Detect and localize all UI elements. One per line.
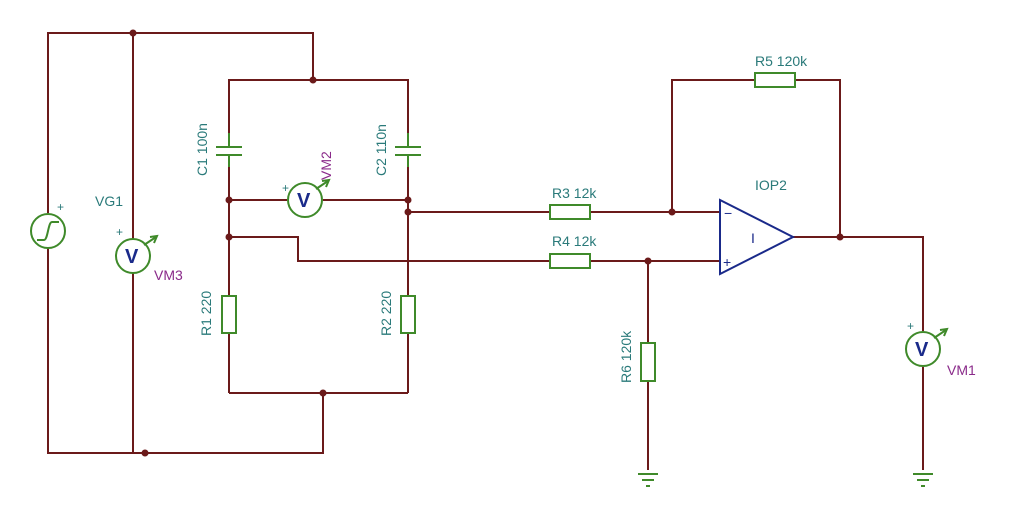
r6-body [640,342,656,382]
vm3-symbol: V [125,246,139,268]
step-wave-icon [37,221,59,241]
vm2-arrow [315,180,329,190]
vm3-plus: + [116,225,123,239]
junction-nodes [129,29,844,457]
ground-symbol-vm1 [913,473,933,487]
r6-resistor: R6 120k [618,330,656,383]
r1-resistor: R1 220 [198,291,237,336]
c2-capacitor: C2 110n [373,124,421,176]
vm3-arrowhead [149,234,159,244]
r5-body [754,72,796,88]
opamp-body [719,198,796,276]
r4-body [549,253,591,269]
junction-node [668,208,676,216]
vm1-arrowhead [939,327,949,337]
r3-body [549,204,591,220]
vm1-body [905,331,941,367]
wires [47,32,924,470]
r3-label: R3 12k [552,185,597,201]
vm2-symbol: V [297,190,311,212]
vm1-voltmeter: V + VM1 [905,319,976,378]
vm2-arrowhead [321,178,331,188]
junction-node [141,449,149,457]
r4-resistor: R4 12k [549,233,597,269]
iop2-label: IOP2 [755,177,787,193]
junction-node [404,208,412,216]
wire-to-r4 [229,236,550,262]
vm1-symbol: V [915,339,929,361]
wire-output [793,236,924,331]
vm1-label: VM1 [947,362,976,378]
junction-node [309,76,317,84]
opamp-noninverting-sign: + [723,254,731,270]
c1-capacitor: C1 100n [194,123,242,176]
junction-node [129,29,137,37]
vm3-voltmeter: V + VM3 [115,225,183,283]
junction-node [644,257,652,265]
wire-bottom-left [47,248,324,454]
vg1-label: VG1 [95,193,123,209]
vm2-body [287,182,323,218]
junction-node [225,233,233,241]
r1-body [221,295,237,334]
r2-resistor: R2 220 [378,291,416,336]
vm3-body [115,238,151,274]
wire-feedback-left [671,79,755,212]
junction-node [836,233,844,241]
wire-to-r3 [407,200,550,213]
vm3-arrow [143,236,157,246]
junction-node [225,196,233,204]
r2-label: R2 220 [378,291,394,336]
vm2-voltmeter: V + VM2 [282,151,334,218]
opamp-symbol: I [751,230,755,246]
opamp-inverting-sign: − [724,205,732,221]
c1-label: C1 100n [194,123,210,176]
vm1-plus: + [907,319,914,333]
vm1-arrow [933,329,947,339]
vg1-generator: + VG1 [30,193,123,249]
vg1-plus: + [57,200,64,214]
junction-node [404,196,412,204]
r2-body [400,295,416,334]
iop2-opamp: I − + IOP2 [719,177,796,276]
wire-feedback-right [795,79,841,237]
r3-resistor: R3 12k [549,185,597,220]
vm2-plus: + [282,181,289,195]
junction-node [319,389,327,397]
c2-label: C2 110n [373,124,389,176]
wire-top-left [47,32,314,213]
r5-resistor: R5 120k [754,53,808,88]
r6-label: R6 120k [618,330,634,383]
r1-label: R1 220 [198,291,214,336]
r5-label: R5 120k [755,53,808,69]
ground-symbol-r6 [638,473,658,487]
vm2-label: VM2 [318,151,334,180]
r4-label: R4 12k [552,233,597,249]
wire-bridge-top [228,79,409,133]
vm3-label: VM3 [154,267,183,283]
